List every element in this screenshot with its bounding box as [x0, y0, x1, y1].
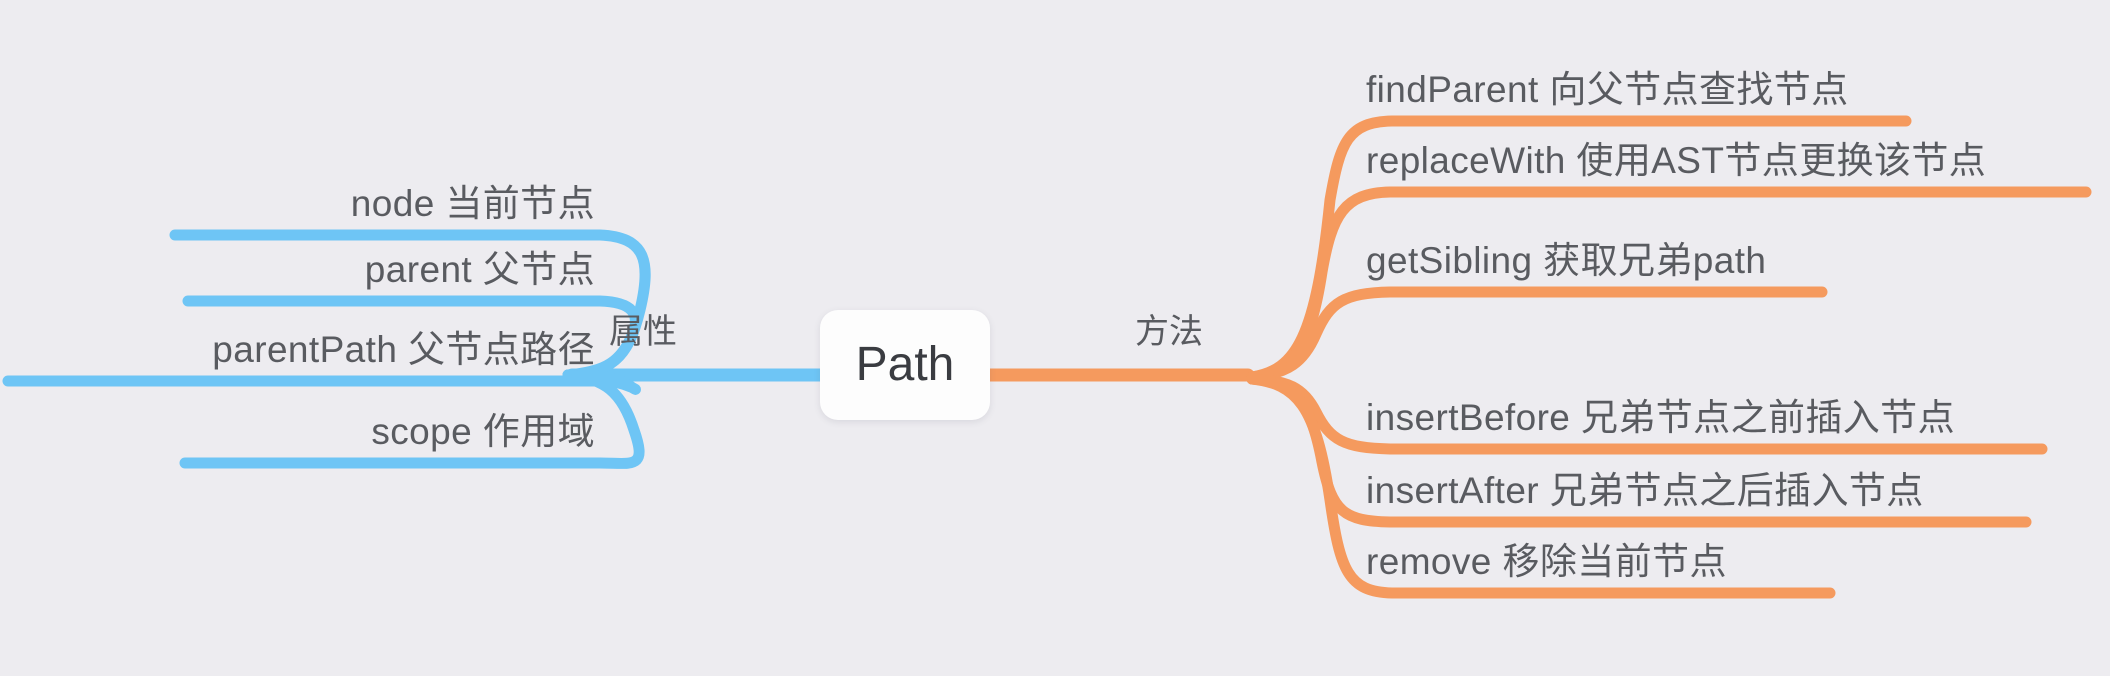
connector-attributes-parentpath	[2, 369, 641, 395]
connector-methods-getsibling	[1246, 286, 1828, 383]
node-label-attributes-scope[interactable]: scope 作用域	[371, 411, 595, 452]
node-label-methods-insertafter[interactable]: insertAfter 兄弟节点之后插入节点	[1366, 470, 1924, 511]
connector-methods-replacewith	[1246, 186, 2092, 383]
node-label-attributes-parentpath[interactable]: parentPath 父节点路径	[212, 329, 595, 370]
branch-title-attributes[interactable]: 属性	[609, 313, 677, 351]
branch-title-methods[interactable]: 方法	[1135, 313, 1203, 351]
node-label-attributes-parent[interactable]: parent 父节点	[364, 249, 595, 290]
node-label-methods-getsibling[interactable]: getSibling 获取兄弟path	[1366, 240, 1767, 281]
connector-attributes-scope	[179, 369, 645, 469]
node-label-methods-replacewith[interactable]: replaceWith 使用AST节点更换该节点	[1366, 140, 1987, 181]
node-label-methods-remove[interactable]: remove 移除当前节点	[1366, 541, 1727, 582]
connector-methods-remove	[1246, 373, 1836, 599]
node-label-attributes-node[interactable]: node 当前节点	[350, 183, 595, 224]
node-label-methods-insertbefore[interactable]: insertBefore 兄弟节点之前插入节点	[1366, 397, 1955, 438]
root-node-label: Path	[855, 338, 955, 391]
node-label-methods-findparent[interactable]: findParent 向父节点查找节点	[1366, 69, 1849, 110]
root-node[interactable]: Path	[820, 310, 990, 420]
